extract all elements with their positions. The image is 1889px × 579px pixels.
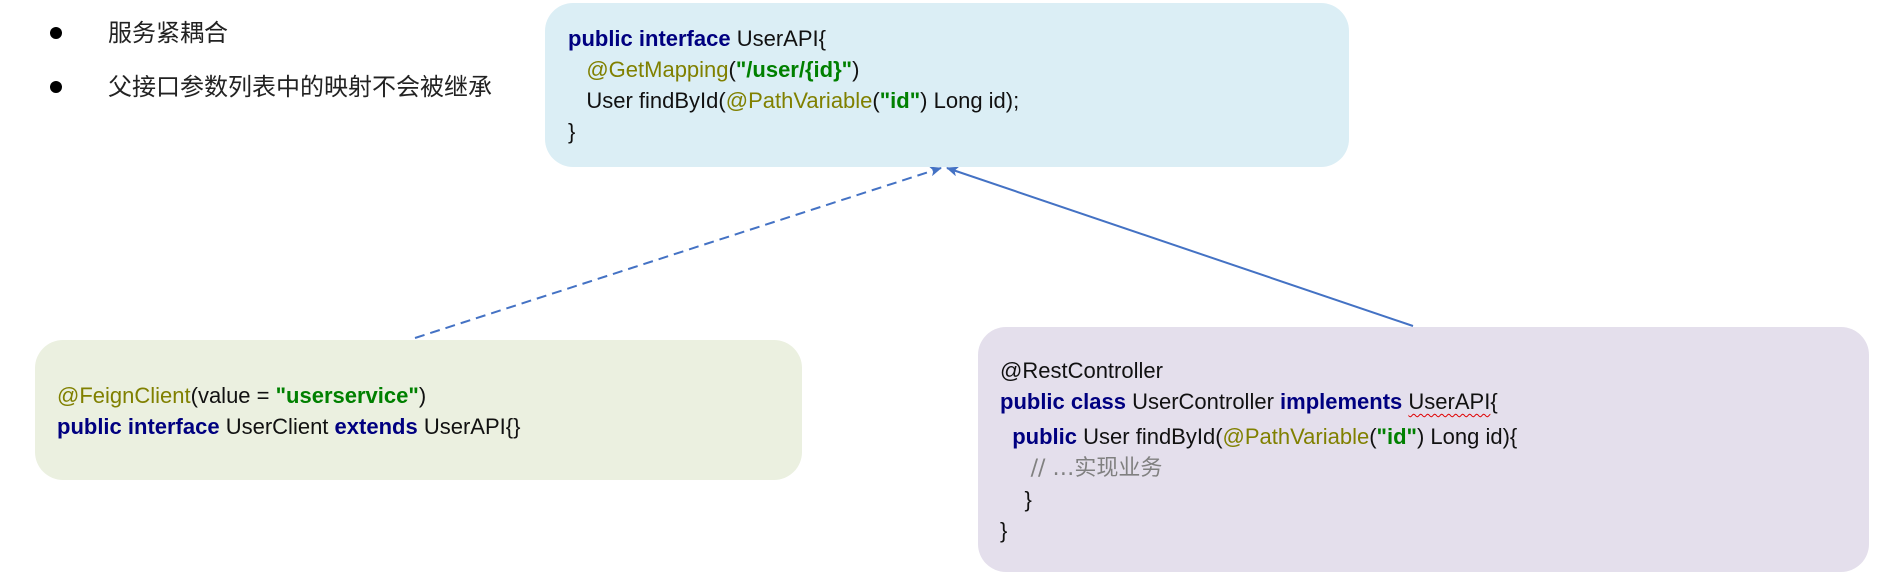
bullet-text: 服务紧耦合	[108, 19, 228, 47]
code-line: public interface UserAPI{	[568, 23, 1349, 54]
keyword: implements	[1280, 389, 1403, 414]
userclient-interface-box: @FeignClient(value = "userservice") publ…	[35, 340, 802, 480]
code-line: User findById(@PathVariable("id") Long i…	[568, 85, 1349, 116]
bullet-text: 父接口参数列表中的映射不会被继承	[108, 73, 492, 101]
code-text: (	[1369, 424, 1377, 449]
annotation: @PathVariable	[725, 88, 873, 113]
code-text: }	[1000, 518, 1008, 543]
bullet-dot-icon	[50, 81, 62, 93]
userapi-interface-box: public interface UserAPI{ @GetMapping("/…	[545, 3, 1349, 167]
code-text: User findById(	[1083, 424, 1223, 449]
bullet-item-tight-coupling: 服务紧耦合	[46, 6, 492, 60]
interface-name: UserAPI	[1408, 389, 1491, 414]
usercontroller-class-box: @RestController public class UserControl…	[978, 327, 1869, 572]
bullet-item-mapping-not-inherited: 父接口参数列表中的映射不会被继承	[46, 60, 492, 114]
client-extends-api-arrow	[414, 166, 942, 339]
keyword: public	[1012, 424, 1078, 449]
annotation: @RestController	[1000, 358, 1163, 383]
code-text: }	[1024, 487, 1032, 512]
bullet-dot-icon	[50, 27, 62, 39]
controller-implements-api-arrow	[946, 166, 1414, 327]
bullet-list: 服务紧耦合 父接口参数列表中的映射不会被继承	[46, 6, 492, 114]
code-line: public User findById(@PathVariable("id")…	[1000, 421, 1869, 452]
code-text: UserAPI{}	[423, 414, 521, 439]
code-line: // …实现业务	[1000, 452, 1869, 484]
code-text: }	[568, 119, 576, 144]
string-literal: "id"	[879, 88, 921, 113]
code-line: public interface UserClient extends User…	[57, 411, 802, 442]
interface-name: UserClient	[225, 414, 329, 439]
keyword: public interface	[57, 414, 220, 439]
code-text: {	[1490, 389, 1498, 414]
code-line: }	[1000, 515, 1869, 546]
code-text: ) Long id);	[920, 88, 1020, 113]
code-text: )	[852, 57, 860, 82]
code-text: (value =	[190, 383, 276, 408]
string-literal: "id"	[1376, 424, 1417, 449]
annotation: @GetMapping	[586, 57, 729, 82]
code-line: @GetMapping("/user/{id}")	[568, 54, 1349, 85]
code-comment: // …实现业务	[1030, 456, 1163, 481]
code-text: (	[728, 57, 736, 82]
code-text: ) Long id){	[1416, 424, 1518, 449]
keyword: extends	[334, 414, 418, 439]
code-line: @FeignClient(value = "userservice")	[57, 380, 802, 411]
code-line: public class UserController implements U…	[1000, 386, 1869, 417]
keyword: public class	[1000, 389, 1126, 414]
annotation: @PathVariable	[1222, 424, 1370, 449]
class-name: UserController	[1132, 389, 1274, 414]
annotation: @FeignClient	[57, 383, 191, 408]
code-text: User findById(	[586, 88, 726, 113]
string-literal: "/user/{id}"	[735, 57, 853, 82]
interface-name: UserAPI{	[736, 26, 826, 51]
keyword: public interface	[568, 26, 731, 51]
code-text: )	[418, 383, 427, 408]
code-line: }	[1000, 484, 1869, 515]
string-literal: "userservice"	[275, 383, 419, 408]
code-line: }	[568, 116, 1349, 147]
code-line: @RestController	[1000, 355, 1869, 386]
code-text: (	[872, 88, 880, 113]
